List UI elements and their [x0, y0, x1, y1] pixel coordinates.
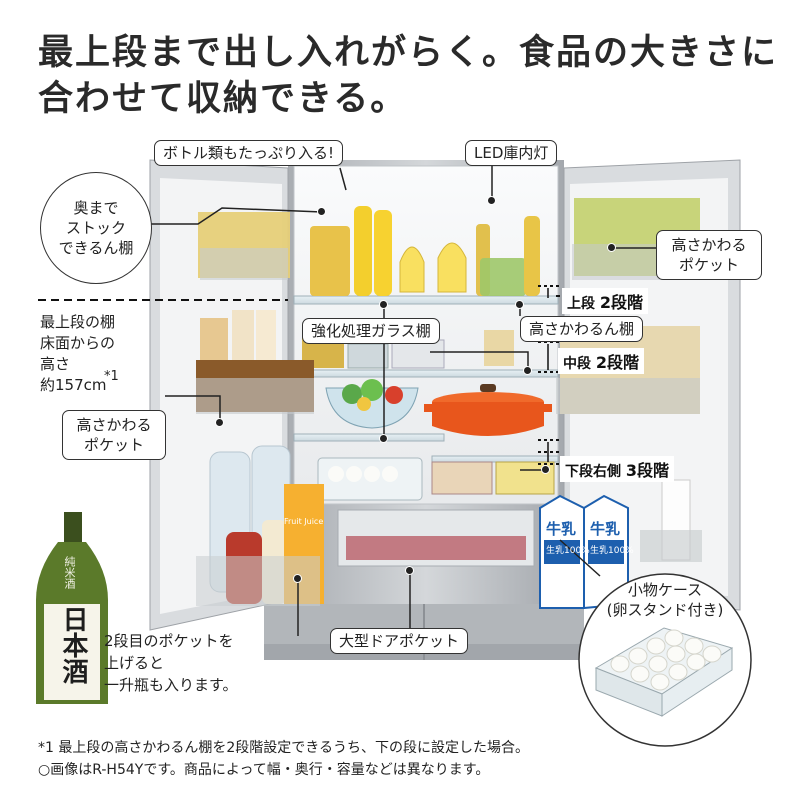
headline-line-2: 合わせて収納できる。 [38, 79, 408, 119]
footnote-2: ○画像はR-H54Yです。商品によって幅・奥行・容量などは異なります。 [38, 762, 490, 778]
salad-bowl [325, 379, 419, 429]
bottle-note-line-1: 2段目のポケットを [104, 632, 234, 650]
step-lower-right: 下段右側 3段階 [560, 456, 675, 482]
callout-glass-shelf: 強化処理ガラス棚 [302, 318, 440, 344]
leader-dot [317, 207, 326, 216]
callout-bottles: ボトル類もたっぷり入る! [154, 140, 344, 166]
egg-tray [317, 457, 423, 501]
height-note-line-3: 高さ [40, 355, 71, 373]
height-note-line-1: 最上段の棚 [40, 313, 116, 331]
step-middle-value: 2段階 [595, 353, 640, 372]
callout-adjustable-pocket-top: 高さかわる ポケット [656, 230, 762, 280]
bottle-note: 2段目のポケットを 上げると 一升瓶も入ります。 [104, 630, 238, 696]
leader-dot [379, 300, 388, 309]
callout-stock-shelf: 奥まで ストック できるん棚 [40, 172, 152, 284]
vegetable-drawer [337, 509, 535, 567]
egg-case-line-2: (卵スタンド付き) [606, 601, 724, 619]
step-upper-value: 2段階 [599, 293, 644, 312]
height-note: 最上段の棚 床面からの 高さ 約157cm [40, 312, 115, 396]
callout-adjustable-pocket-left: 高さかわる ポケット [62, 410, 166, 460]
height-note-mark: *1 [104, 369, 119, 384]
egg-case-line-1: 小物ケース [627, 581, 703, 599]
left-door-pockets [196, 212, 324, 606]
egg-case-inset [578, 573, 752, 747]
headline: 最上段まで出し入れがらく。食品の大きさに 合わせて収納できる。 [38, 30, 778, 122]
milk-banner-right: 生乳100% [590, 546, 634, 556]
leader-dot [215, 418, 224, 427]
stock-shelf-line-3: できるん棚 [58, 239, 134, 257]
sake-label-sub: 純米酒 [63, 556, 76, 589]
pocket-left-line-2: ポケット [83, 436, 144, 454]
pocket-top-line-2: ポケット [678, 256, 739, 274]
glass-shelves [293, 295, 559, 463]
bottle-note-line-2: 上げると [104, 654, 165, 672]
height-guides [38, 285, 560, 465]
leader-dot [607, 243, 616, 252]
step-upper-prefix: 上段 [567, 296, 595, 312]
top-shelf-items [310, 206, 540, 296]
bottle-note-line-3: 一升瓶も入ります。 [104, 676, 238, 694]
step-middle-prefix: 中段 [563, 356, 591, 372]
milk-cartons [539, 494, 629, 610]
leader-dot [523, 366, 532, 375]
juice-label: Fruit Juice [284, 517, 324, 526]
callout-adjustable-shelf: 高さかわるん棚 [520, 316, 644, 342]
pocket-top-line-1: 高さかわる [671, 236, 747, 254]
step-lower-right-prefix: 下段右側 [565, 464, 621, 480]
leader-dot [541, 465, 550, 474]
leader-dot [405, 566, 414, 575]
height-note-line-2: 床面からの [40, 334, 116, 352]
leader-dot [379, 434, 388, 443]
milk-label-left: 牛乳 [546, 520, 577, 538]
height-note-line-4: 約157cm [40, 376, 107, 394]
stock-shelf-line-2: ストック [65, 219, 126, 237]
pocket-left-line-1: 高さかわる [76, 416, 152, 434]
callout-large-door-pocket: 大型ドアポケット [330, 628, 469, 654]
step-lower-right-value: 3段階 [625, 461, 670, 480]
milk-banner-left: 生乳100% [546, 546, 590, 556]
milk-label-right: 牛乳 [590, 520, 621, 538]
leader-dot [293, 574, 302, 583]
footnote-1: *1 最上段の高さかわるん棚を2段階設定できるうち、下の段に設定した場合。 [38, 740, 529, 756]
step-upper: 上段 2段階 [562, 288, 649, 314]
callout-led-light: LED庫内灯 [465, 140, 558, 166]
step-middle: 中段 2段階 [558, 348, 645, 374]
sake-bottle [36, 512, 108, 704]
lower-right-containers [431, 461, 555, 495]
leader-dot [515, 300, 524, 309]
leader-dot [487, 196, 496, 205]
dutch-oven [424, 384, 552, 436]
sake-label-name: 日本酒 [58, 606, 88, 684]
headline-line-1: 最上段まで出し入れがらく。食品の大きさに [38, 33, 779, 73]
stock-shelf-line-1: 奥まで [73, 199, 119, 217]
egg-case-title: 小物ケース (卵スタンド付き) [596, 580, 734, 620]
